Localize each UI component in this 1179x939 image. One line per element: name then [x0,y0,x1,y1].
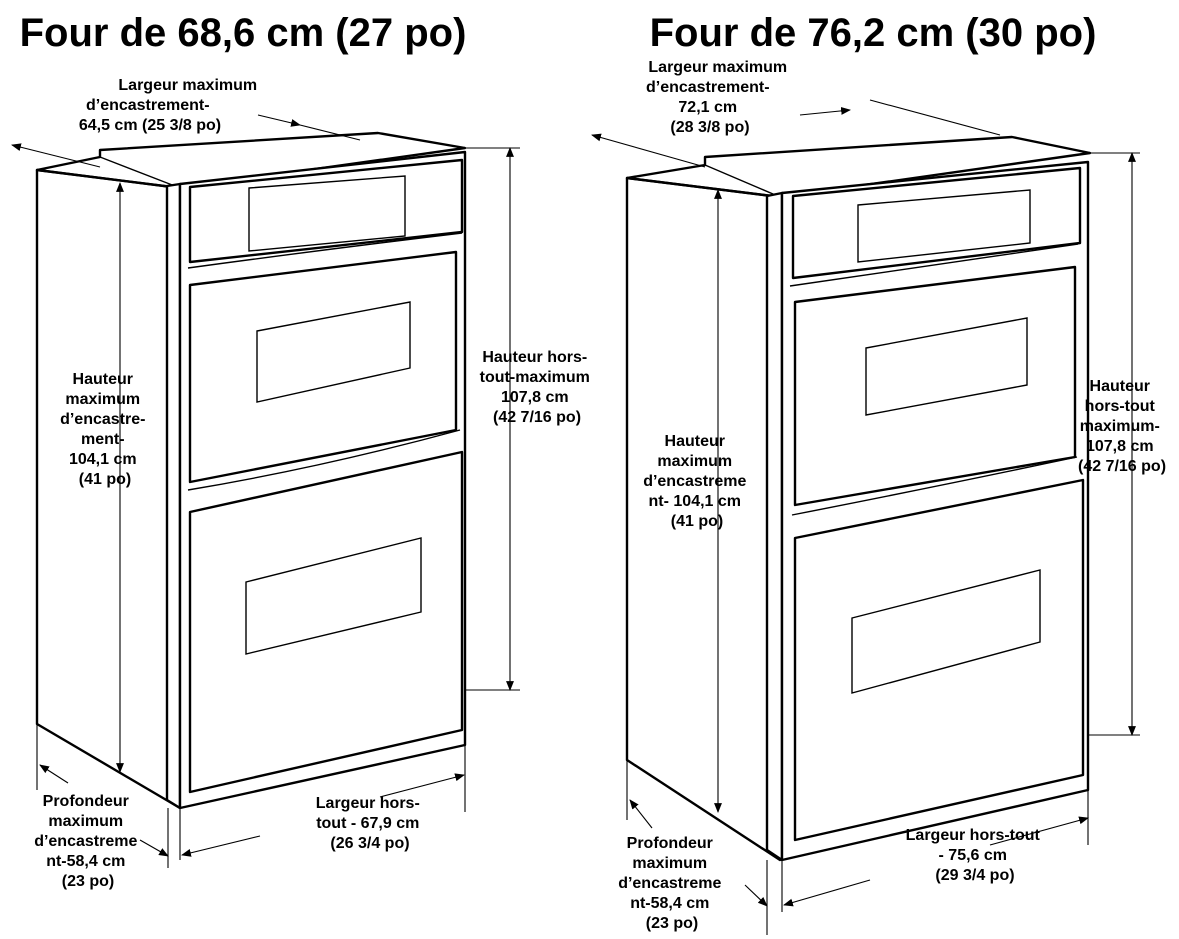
right-dimension-lines [591,99,1140,935]
left-overall-width-label: Largeur hors- tout - 67,9 cm (26 3/4 po) [316,795,424,852]
right-overall-width-label: Largeur hors-tout - 75,6 cm (29 3/4 po) [906,827,1045,884]
right-cutout-height-label: Hauteur maximum d’encastreme nt- 104,1 c… [643,433,751,530]
left-cutout-height-label: Hauteur maximum d’encastre- ment- 104,1 … [60,371,150,488]
right-cutout-depth-label: Profondeur maximum d’encastreme nt-58,4 … [618,835,726,932]
right-oven: Four de 76,2 cm (30 po) [591,11,1166,935]
left-lower-window [245,537,422,655]
right-display-window [857,189,1031,263]
right-lower-door [793,478,1085,842]
right-title: Four de 76,2 cm (30 po) [650,11,1097,55]
right-control-panel [791,166,1082,280]
right-upper-window [865,317,1028,416]
right-cutout-width-label: Largeur maximum d’encastrement- 72,1 cm … [646,59,792,136]
left-dimension-lines [11,114,520,868]
left-cutout-depth-label: Profondeur maximum d’encastreme nt-58,4 … [34,793,142,890]
left-upper-door [188,250,458,484]
left-overall-height-label: Hauteur hors- tout-maximum 107,8 cm (42 … [480,349,595,426]
right-lower-window [851,569,1041,694]
right-overall-height-label: Hauteur hors-tout maximum- 107,8 cm (42 … [1078,378,1166,475]
right-oven-body [765,160,1090,862]
left-title: Four de 68,6 cm (27 po) [20,11,467,55]
left-oven-body [165,150,467,810]
left-display-window [248,175,406,252]
left-lower-door [188,450,464,794]
left-cutout-width-label: Largeur maximum d’encastrement- 64,5 cm … [79,77,262,134]
left-upper-window [256,301,411,403]
left-oven: Four de 68,6 cm (27 po) [11,11,595,890]
